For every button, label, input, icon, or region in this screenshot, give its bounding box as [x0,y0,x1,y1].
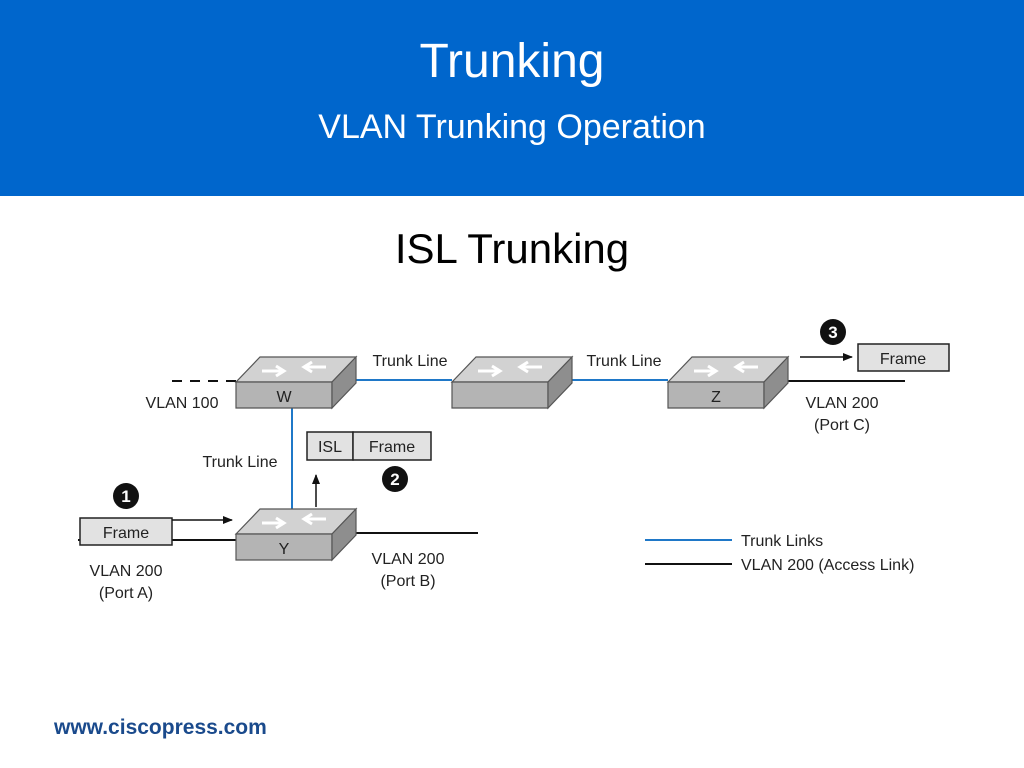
step-2-badge: 2 [382,466,408,492]
vlan200-port-a-label: VLAN 200 [90,563,163,580]
slide-header: Trunking VLAN Trunking Operation [0,0,1024,196]
switch-middle [450,355,574,410]
switch-z-label: Z [711,389,721,406]
switch-y: Y [234,507,358,562]
isl-header-text: ISL [318,439,342,456]
vlan200-port-c-label: VLAN 200 [806,395,879,412]
switch-y-label: Y [279,541,290,558]
legend: Trunk Links VLAN 200 (Access Link) [645,533,914,574]
footer-url: www.ciscopress.com [54,716,267,739]
step-3-badge: 3 [820,319,846,345]
vlan200-port-b-label: VLAN 200 [372,551,445,568]
frame-port-c: Frame [857,343,950,372]
step-2-number: 2 [390,470,399,489]
section-title: ISL Trunking [394,225,630,272]
switch-z: Z [666,355,790,410]
frame-port-a-text: Frame [103,525,149,542]
step-3-number: 3 [828,323,837,342]
step-1-number: 1 [121,487,130,506]
switch-w-label: W [276,389,292,406]
switch-w: W [234,355,358,410]
slide-title: Trunking [419,35,605,88]
trunk-line-label-middle-z: Trunk Line [587,353,662,370]
vlan100-label: VLAN 100 [146,395,219,412]
isl-frame-text: Frame [369,439,415,456]
frame-port-a: Frame [79,517,173,546]
legend-access-label: VLAN 200 (Access Link) [741,557,914,574]
port-a-label: (Port A) [99,585,153,602]
slide-subtitle: VLAN Trunking Operation [318,108,706,146]
legend-trunk-label: Trunk Links [741,533,823,550]
port-b-label: (Port B) [380,573,435,590]
trunk-line-label-w-middle: Trunk Line [373,353,448,370]
isl-tagged-frame: ISL Frame [306,431,432,461]
trunk-line-label-w-y: Trunk Line [203,454,278,471]
step-1-badge: 1 [113,483,139,509]
port-c-label: (Port C) [814,417,870,434]
frame-port-c-text: Frame [880,351,926,368]
